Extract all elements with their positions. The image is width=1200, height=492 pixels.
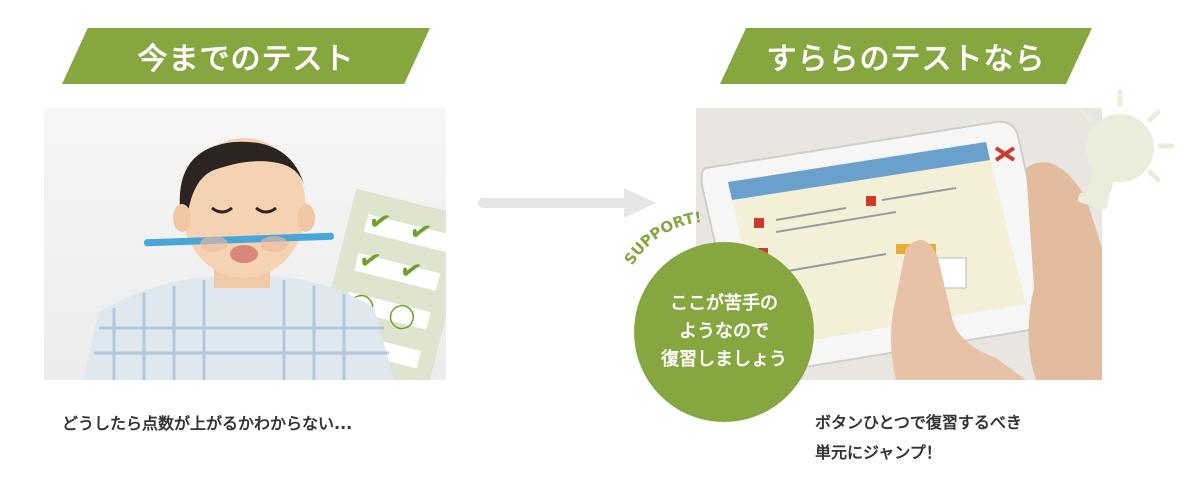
support-badge-line-1: ここが苦手の: [670, 293, 778, 314]
light-bulb-icon: [1077, 89, 1175, 210]
banner-traditional-test: 今までのテスト: [62, 28, 430, 84]
support-badge-line-3: 復習しましょう: [661, 349, 787, 370]
support-badge-line-2: ようなので: [679, 321, 769, 342]
caption-surala-test: ボタンひとつで復習するべき 単元にジャンプ！: [815, 408, 1135, 468]
support-badge: ここが苦手の ようなので 復習しましょう: [634, 242, 814, 422]
banner-surala-test-label: すららのテストなら: [766, 42, 1046, 77]
boy-illustration: [84, 138, 394, 380]
banner-surala-test: すららのテストなら: [720, 28, 1092, 84]
caption-traditional-test: どうしたら点数が上がるかわからない...: [62, 414, 353, 433]
caption-surala-test-line-2: 単元にジャンプ！: [815, 443, 942, 462]
banner-traditional-test-label: 今までのテスト: [137, 42, 355, 77]
arrow-right-icon: [478, 188, 656, 218]
caption-surala-test-line-1: ボタンひとつで復習するべき: [815, 413, 1022, 432]
photo-boy-with-test: ✔ ✔ ✔ ✔ ◯ ◯: [44, 108, 446, 380]
